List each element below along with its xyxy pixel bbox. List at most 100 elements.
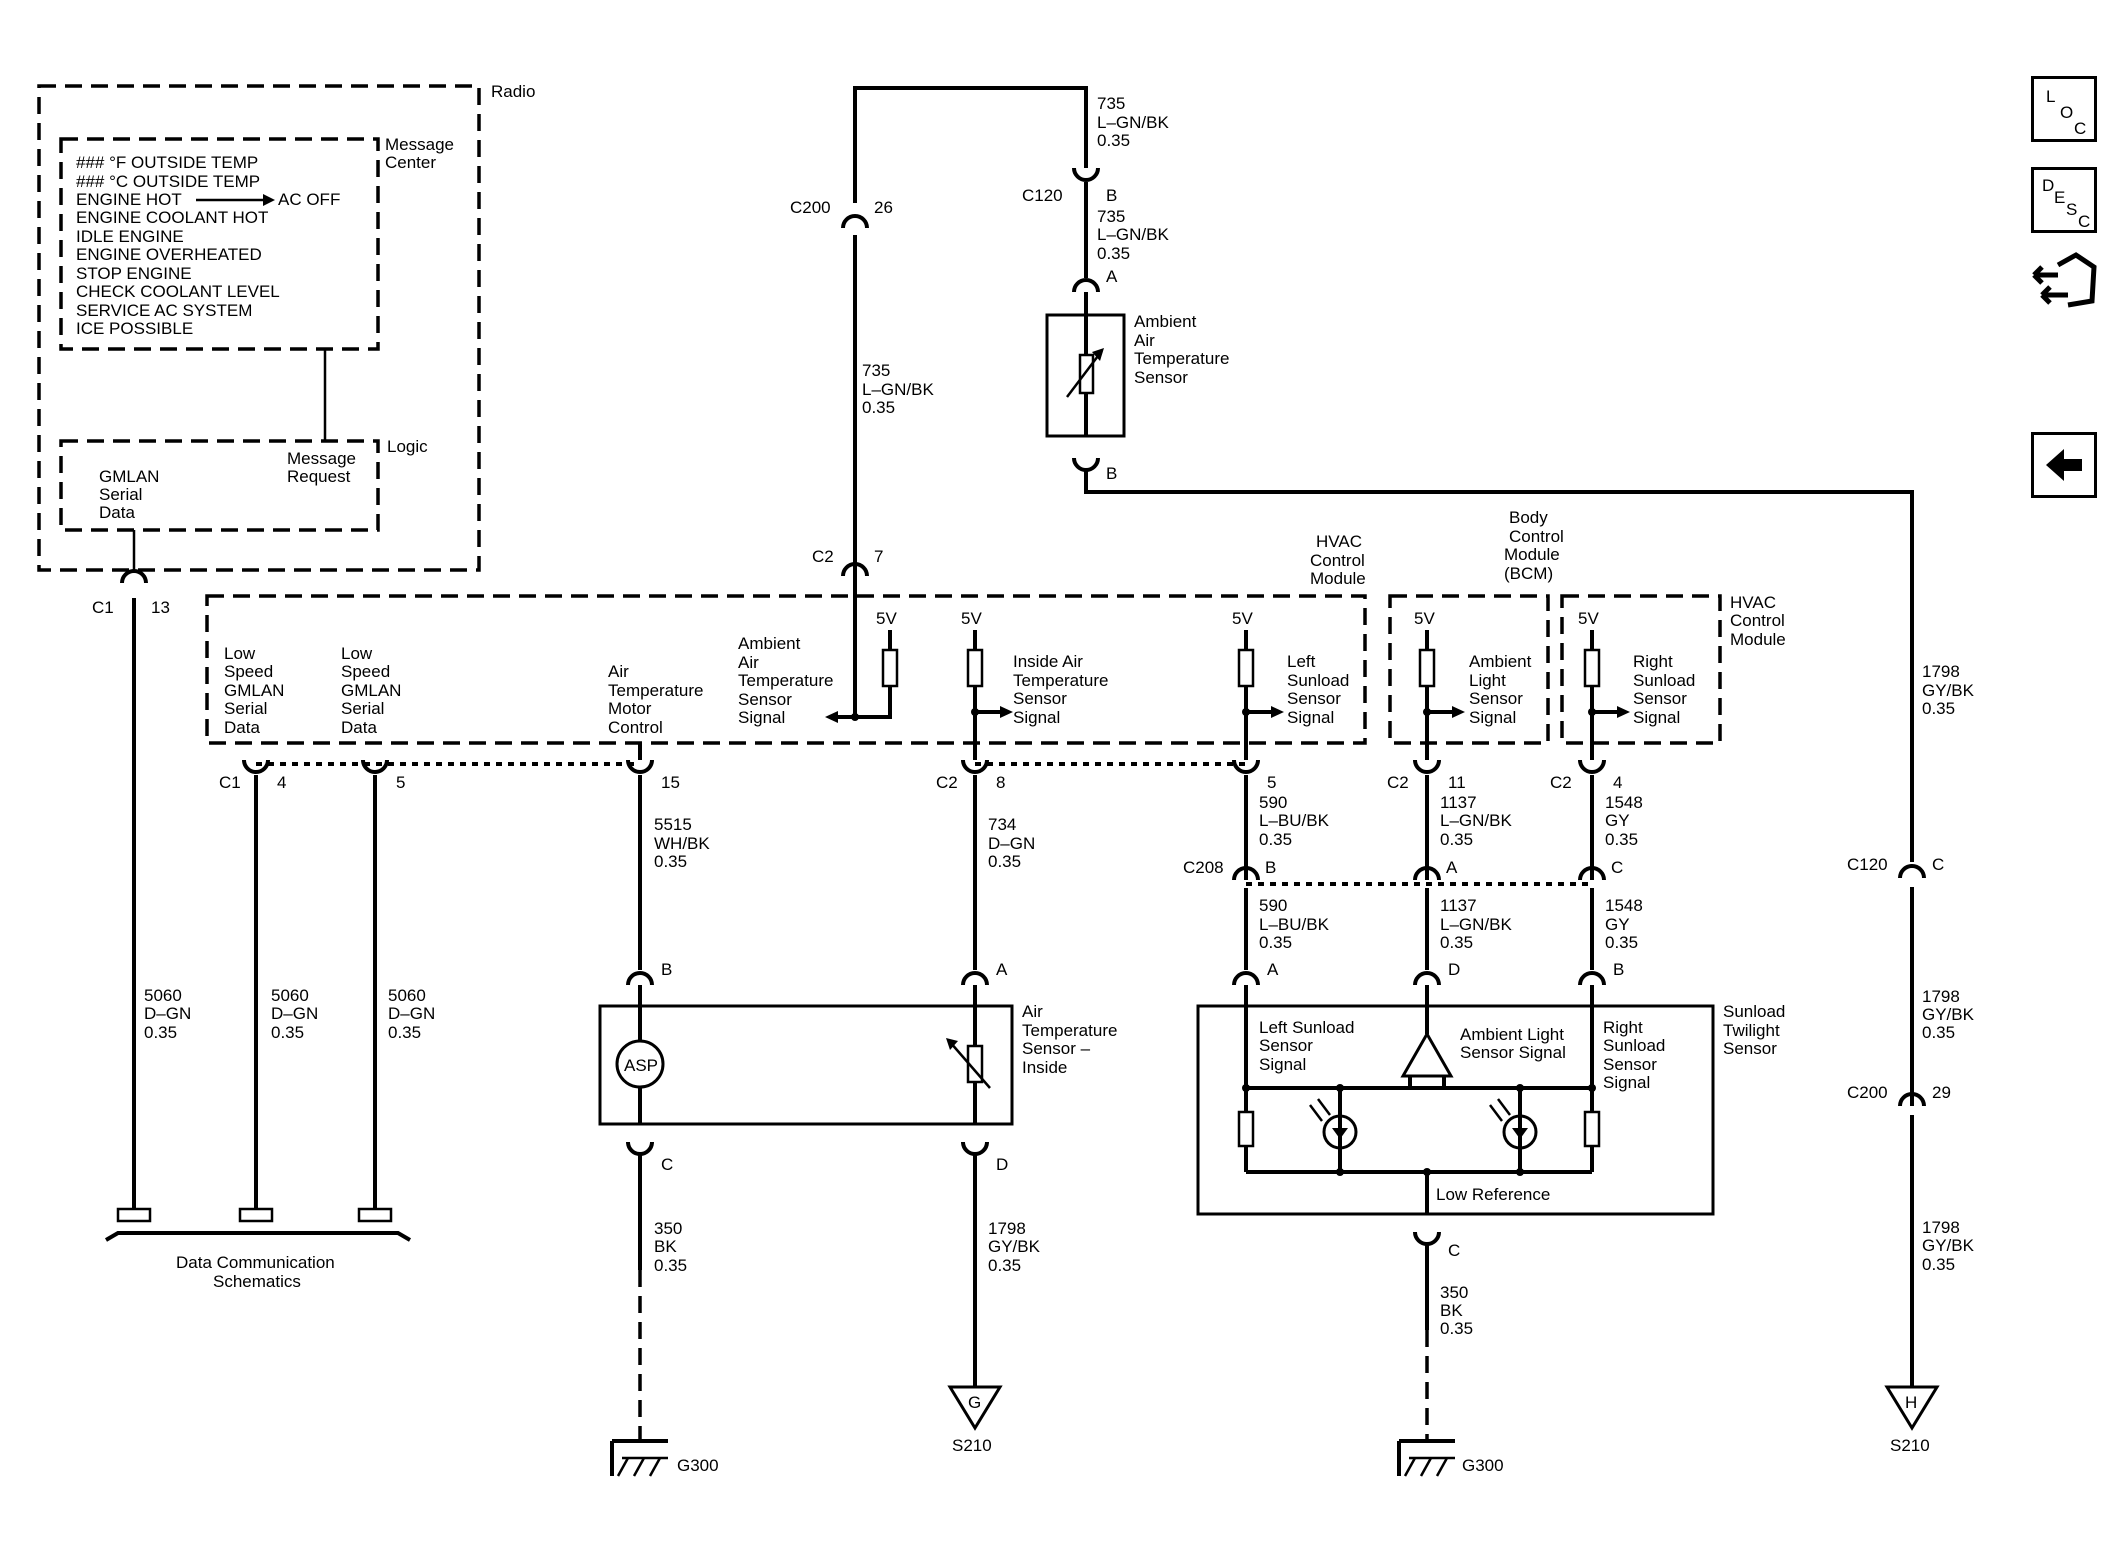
- diagram-label: B: [1613, 960, 1624, 979]
- diagram-label: 5V: [1578, 609, 1599, 628]
- diagram-label: B: [1265, 858, 1276, 877]
- diagram-label: B: [661, 960, 672, 979]
- diagram-label: 0.35: [988, 1256, 1021, 1275]
- msg-line-coolant-level: CHECK COOLANT LEVEL: [76, 282, 280, 301]
- diagram-label: Sunload: [1287, 671, 1349, 690]
- hand-pointer-icon[interactable]: [2028, 245, 2100, 321]
- sunload-twilight-sensor: A D B Sunload Twilight Sensor: [1196, 960, 1785, 1441]
- diagram-label: GY: [1605, 811, 1630, 830]
- diagram-label: 5060: [271, 986, 309, 1005]
- diagram-label: BK: [1440, 1301, 1463, 1320]
- diagram-label: C: [1932, 855, 1944, 874]
- connector-c208: C208 B A C 590 L–BU/BK 0.35 1137 L–GN/BK…: [1183, 858, 1643, 970]
- diagram-label: Temperature: [1022, 1021, 1117, 1040]
- diagram-label: A: [996, 960, 1008, 979]
- diagram-label: GY/BK: [988, 1237, 1041, 1256]
- circuit-1798: 1798 GY/BK 0.35 C120 C 1798 GY/BK 0.35 C…: [1847, 662, 1975, 1455]
- diagram-label: S210: [1890, 1436, 1930, 1455]
- diagram-label: Serial: [224, 699, 267, 718]
- diagram-label: HVAC: [1316, 532, 1362, 551]
- logic-label: Logic: [387, 437, 428, 456]
- diagram-label: D–GN: [388, 1004, 435, 1023]
- diagram-label: Control: [1730, 611, 1785, 630]
- diagram-label: 5: [396, 773, 405, 792]
- diagram-label: L–GN/BK: [1097, 113, 1169, 132]
- diagram-label: C2: [936, 773, 958, 792]
- diagram-label: Serial: [341, 699, 384, 718]
- diagram-label: Sensor: [1469, 689, 1523, 708]
- diagram-label: C200: [790, 198, 831, 217]
- diagram-label: B: [1106, 186, 1117, 205]
- connector-row: C1 4 5060 D–GN 0.35 5 5060 D–GN 0.35 15 …: [219, 743, 1643, 1209]
- diagram-label: Data Communication: [176, 1253, 335, 1272]
- diagram-label: Sunload: [1723, 1002, 1785, 1021]
- diagram-label: 8: [996, 773, 1005, 792]
- diagram-label: 0.35: [1097, 131, 1130, 150]
- diagram-label: Signal: [1603, 1073, 1650, 1092]
- diagram-label: A: [1267, 960, 1279, 979]
- msg-line-idle: IDLE ENGINE: [76, 227, 184, 246]
- msg-line-stop: STOP ENGINE: [76, 264, 192, 283]
- diagram-label: 0.35: [1440, 933, 1473, 952]
- ground-g300-right: G300: [1397, 1439, 1504, 1477]
- msg-line-coolant-hot: ENGINE COOLANT HOT: [76, 208, 268, 227]
- loc-button[interactable]: L O C: [2031, 76, 2097, 142]
- diagram-label: Module: [1504, 545, 1560, 564]
- diagram-label: Low Reference: [1436, 1185, 1550, 1204]
- diagram-label: 735: [1097, 207, 1125, 226]
- diagram-label: Sensor: [1603, 1055, 1657, 1074]
- diagram-label: H: [1905, 1393, 1917, 1412]
- diagram-label: 0.35: [1259, 933, 1292, 952]
- diagram-label: C208: [1183, 858, 1224, 877]
- diagram-label: 0.35: [271, 1023, 304, 1042]
- diagram-label: Air: [1134, 331, 1155, 350]
- diagram-label: Light: [1469, 671, 1506, 690]
- diagram-label: Sensor: [738, 690, 792, 709]
- diagram-label: Speed: [224, 662, 273, 681]
- message-request-1: Message: [287, 449, 356, 468]
- diagram-label: B: [1106, 464, 1117, 483]
- back-button[interactable]: [2031, 432, 2097, 498]
- diagram-label: Sensor: [1723, 1039, 1777, 1058]
- diagram-label: Ambient: [1134, 312, 1197, 331]
- diagram-label: Body: [1509, 508, 1548, 527]
- diagram-label: GMLAN: [341, 681, 401, 700]
- diagram-label: 5V: [961, 609, 982, 628]
- diagram-label: Sensor Signal: [1460, 1043, 1566, 1062]
- diagram-label: Signal: [1287, 708, 1334, 727]
- diagram-label: L–BU/BK: [1259, 811, 1330, 830]
- diagram-label: 0.35: [1440, 830, 1473, 849]
- diagram-label: L–GN/BK: [1097, 225, 1169, 244]
- diagram-label: D–GN: [271, 1004, 318, 1023]
- diagram-label: Control: [1310, 551, 1365, 570]
- diagram-label: Sensor: [1134, 368, 1188, 387]
- diagram-label: G300: [1462, 1456, 1504, 1475]
- diagram-label: 1548: [1605, 793, 1643, 812]
- diagram-label: 29: [1932, 1083, 1951, 1102]
- diagram-label: 0.35: [388, 1023, 421, 1042]
- diagram-label: Air: [1022, 1002, 1043, 1021]
- diagram-label: Ambient Light: [1460, 1025, 1564, 1044]
- diagram-label: 0.35: [988, 852, 1021, 871]
- diagram-label: 15: [661, 773, 680, 792]
- diagram-label: Air: [608, 662, 629, 681]
- diagram-label: HVAC: [1730, 593, 1776, 612]
- diagram-label: 350: [654, 1219, 682, 1238]
- diagram-label: 5515: [654, 815, 692, 834]
- diagram-label: Signal: [1259, 1055, 1306, 1074]
- diagram-label: GY/BK: [1922, 1236, 1975, 1255]
- data-comm-schematics-ref: Data Communication Schematics: [104, 1207, 412, 1291]
- gmlan-1: GMLAN: [99, 467, 159, 486]
- diagram-label: GMLAN: [224, 681, 284, 700]
- radio-module: Radio Message Center ### °F OUTSIDE TEMP…: [37, 82, 535, 572]
- diagram-label: D–GN: [144, 1004, 191, 1023]
- diagram-label: Inside: [1022, 1058, 1067, 1077]
- desc-button[interactable]: D E S C: [2031, 167, 2097, 233]
- diagram-label: C: [1611, 858, 1623, 877]
- diagram-label: Left: [1287, 652, 1316, 671]
- diagram-label: 0.35: [1440, 1319, 1473, 1338]
- diagram-label: Data: [341, 718, 377, 737]
- diagram-label: Air: [738, 653, 759, 672]
